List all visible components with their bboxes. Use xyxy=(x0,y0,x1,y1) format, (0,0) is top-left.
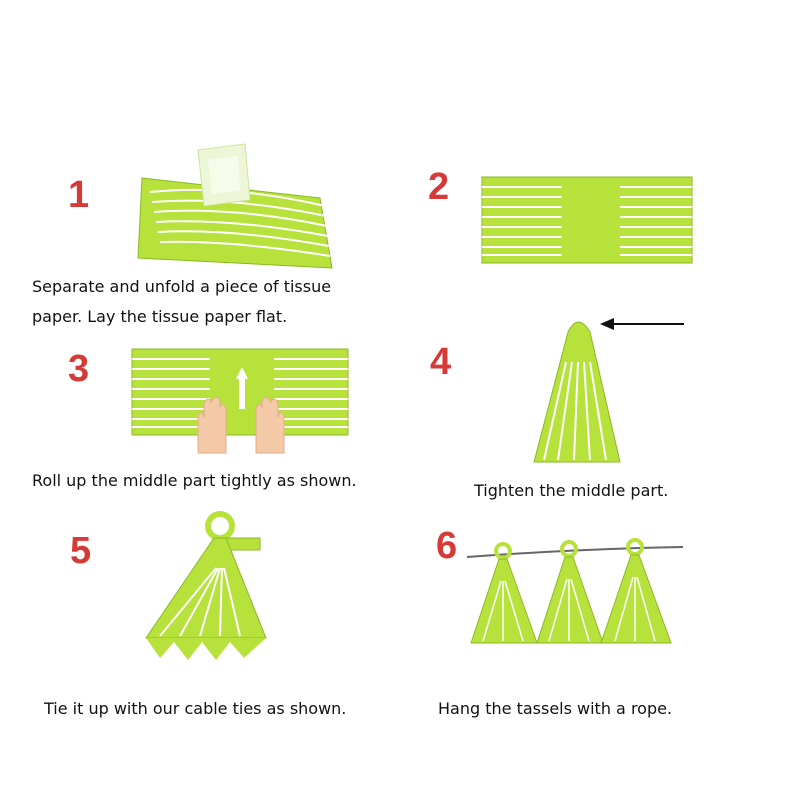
step-4-number: 4 xyxy=(430,341,452,383)
step-3-illustration xyxy=(131,348,349,454)
step-4-caption: Tighten the middle part. xyxy=(474,481,669,500)
step-2-illustration xyxy=(481,176,693,264)
step-6-number: 6 xyxy=(436,525,458,567)
step-6-caption: Hang the tassels with a rope. xyxy=(438,699,673,718)
step-4-illustration xyxy=(533,318,684,463)
step-1-caption-line-2: paper. Lay the tissue paper flat. xyxy=(32,307,288,326)
step-5-number: 5 xyxy=(70,530,92,572)
step-3-number: 3 xyxy=(68,348,90,390)
step-6-illustration xyxy=(466,538,684,644)
step-3-caption: Roll up the middle part tightly as shown… xyxy=(32,471,357,490)
arrow-left-icon xyxy=(600,318,684,330)
step-5-illustration xyxy=(145,511,267,660)
step-1-number: 1 xyxy=(68,174,90,216)
hand-icon xyxy=(197,396,285,454)
step-1-illustration xyxy=(137,143,333,269)
up-arrow-icon xyxy=(236,367,248,409)
step-5-caption: Tie it up with our cable ties as shown. xyxy=(44,699,347,718)
step-2-number: 2 xyxy=(428,166,450,208)
step-1-caption-line-1: Separate and unfold a piece of tissue xyxy=(32,277,332,296)
